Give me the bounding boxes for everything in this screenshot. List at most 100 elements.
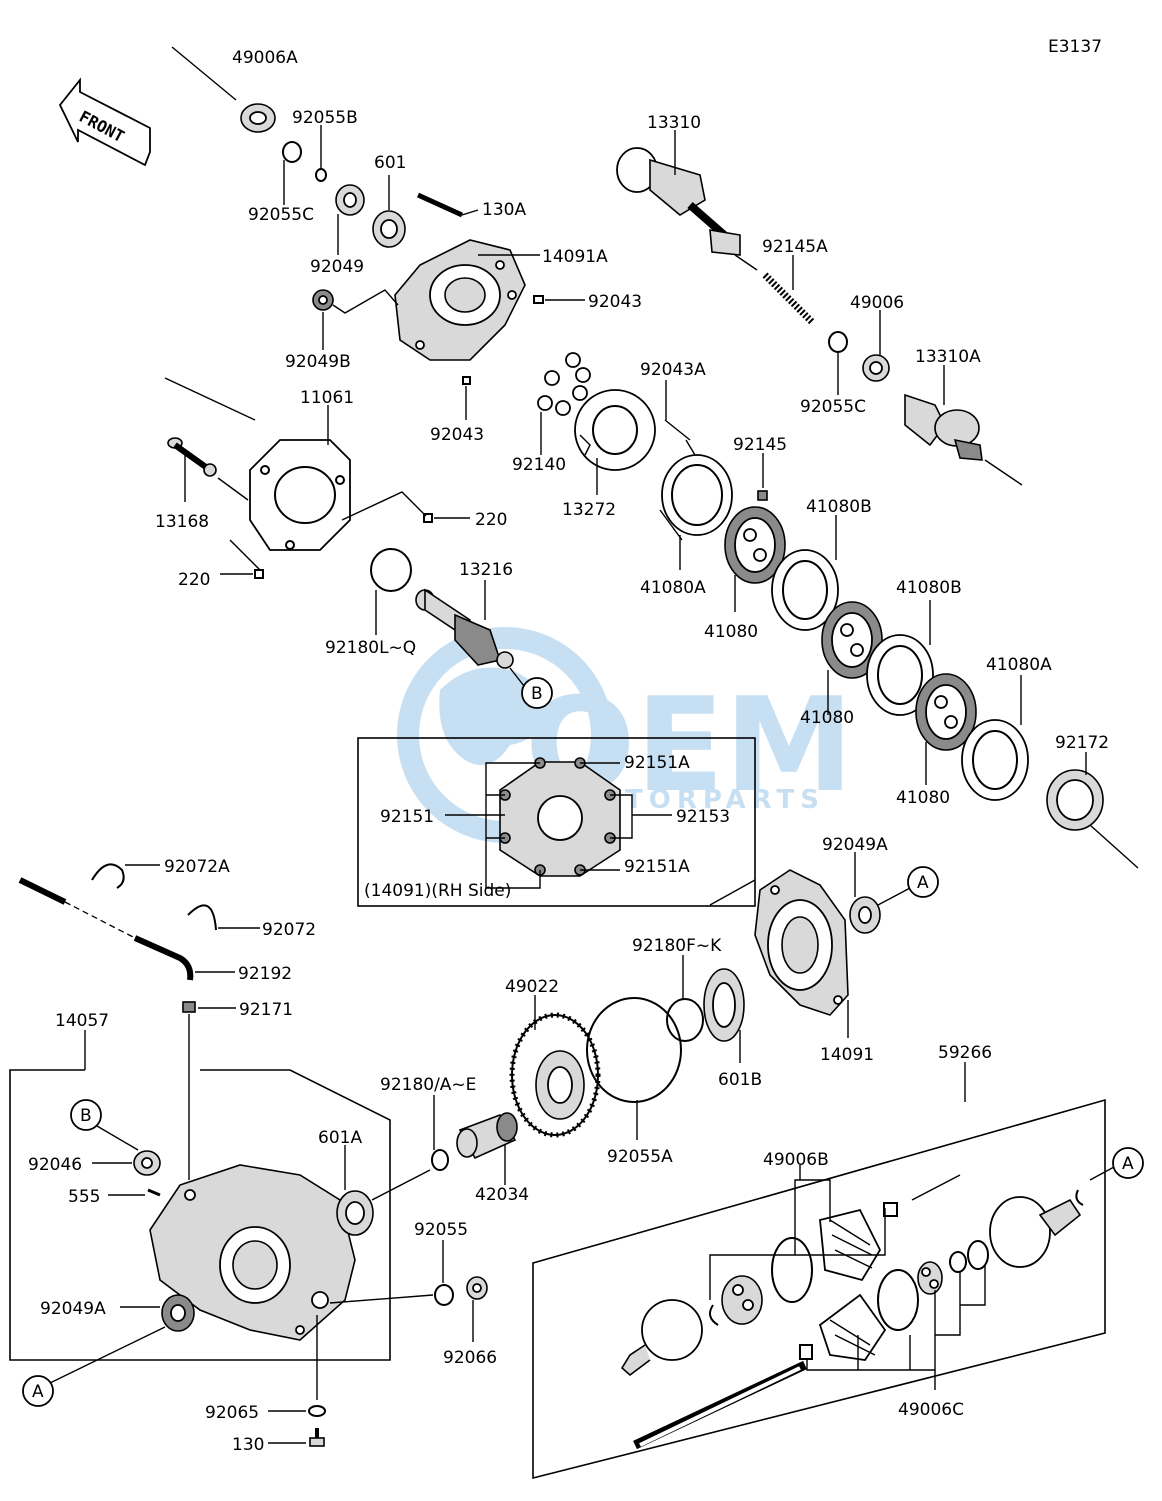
- part-92145A: [762, 272, 815, 325]
- box-59266: [532, 1098, 1106, 1480]
- label-555: 555: [68, 1187, 100, 1207]
- marker-B-top: [521, 677, 553, 709]
- part-92072A: [91, 863, 125, 889]
- label-92180FK: 92180F~K: [632, 936, 722, 956]
- label-92171: 92171: [239, 1000, 293, 1020]
- label-49006: 49006: [850, 293, 904, 313]
- part-92043-a: [533, 295, 544, 304]
- part-band-small: [883, 1202, 898, 1217]
- part-41080A-plate-2: [961, 719, 1029, 801]
- marker-A-mid: [907, 866, 939, 898]
- part-92046: [133, 1150, 161, 1176]
- part-92172: [1046, 769, 1104, 831]
- label-601: 601: [374, 153, 406, 173]
- part-boot-band-1: [771, 1237, 813, 1303]
- part-92192-hose: [18, 877, 194, 981]
- part-41080B-plate-2: [866, 634, 934, 716]
- label-49006A: 49006A: [232, 48, 298, 68]
- part-circlip-3: [1075, 1189, 1084, 1206]
- part-shaft: [633, 1360, 807, 1450]
- part-boot-inner: [818, 1293, 887, 1361]
- part-220-a: [423, 513, 433, 523]
- label-92140: 92140: [512, 455, 566, 475]
- part-220-b: [254, 569, 264, 579]
- part-92055C-right: [828, 331, 848, 353]
- label-41080-1: 41080: [704, 622, 758, 642]
- label-41080-2: 41080: [800, 708, 854, 728]
- label-14091: 14091: [820, 1045, 874, 1065]
- label-92180LQ: 92180L~Q: [325, 638, 416, 658]
- box-14057: [9, 1069, 391, 1361]
- part-outer-cv-joint: [620, 1299, 703, 1377]
- part-601: [372, 210, 406, 248]
- part-small-ring: [799, 1344, 813, 1360]
- label-92049A-bottom: 92049A: [40, 1299, 106, 1319]
- label-41080A-1: 41080A: [640, 578, 706, 598]
- label-92153: 92153: [676, 807, 730, 827]
- label-92072: 92072: [262, 920, 316, 940]
- part-41080B-plate-1: [771, 549, 839, 631]
- part-tripod: [917, 1261, 943, 1295]
- part-92140-balls: [537, 352, 591, 416]
- part-92049A-bottom: [161, 1294, 195, 1332]
- inset-caption: (14091)(RH Side): [364, 881, 511, 901]
- part-92180AE: [431, 1149, 449, 1171]
- label-92145A: 92145A: [762, 237, 828, 257]
- label-92055C-right: 92055C: [800, 397, 866, 417]
- oem-watermark: OEM MOTORPARTS: [397, 627, 854, 843]
- label-92043-b: 92043: [430, 425, 484, 445]
- label-92180AE: 92180/A~E: [380, 1075, 476, 1095]
- label-49006C: 49006C: [898, 1400, 964, 1420]
- label-59266: 59266: [938, 1043, 992, 1063]
- part-13272: [574, 389, 656, 471]
- label-49022: 49022: [505, 977, 559, 997]
- label-92049B: 92049B: [285, 352, 351, 372]
- part-boot-band-2: [877, 1269, 919, 1331]
- label-92043-a: 92043: [588, 292, 642, 312]
- diagram-code: E3137: [1048, 37, 1102, 57]
- label-92049A-top: 92049A: [822, 835, 888, 855]
- part-92055C-top: [282, 141, 302, 163]
- part-92049A-top: [849, 896, 881, 934]
- label-41080B-2: 41080B: [896, 578, 962, 598]
- part-circlip-2: [949, 1251, 967, 1273]
- marker-A-right: [1112, 1147, 1144, 1179]
- marker-B-bottom-text: B: [80, 1106, 92, 1126]
- marker-A-bottom-left-text: A: [32, 1382, 44, 1402]
- label-92151: 92151: [380, 807, 434, 827]
- label-92065: 92065: [205, 1403, 259, 1423]
- label-220-a: 220: [475, 510, 507, 530]
- label-42034: 42034: [475, 1185, 529, 1205]
- part-14091A-housing: [394, 239, 526, 361]
- label-220-b: 220: [178, 570, 210, 590]
- label-92046: 92046: [28, 1155, 82, 1175]
- part-42034: [456, 1112, 518, 1160]
- label-14091A: 14091A: [542, 247, 608, 267]
- label-601A: 601A: [318, 1128, 362, 1148]
- part-92043-b: [462, 376, 471, 385]
- part-555: [147, 1188, 161, 1197]
- part-inner-cv-cage: [721, 1275, 763, 1325]
- part-11061-gasket: [249, 439, 351, 551]
- label-11061: 11061: [300, 388, 354, 408]
- part-130A: [416, 192, 479, 218]
- part-13310A: [904, 393, 983, 461]
- label-13310A: 13310A: [915, 347, 981, 367]
- part-92145: [757, 490, 768, 501]
- part-601A: [336, 1190, 374, 1236]
- part-49006: [862, 354, 890, 382]
- part-41080-disc-3: [915, 673, 977, 751]
- part-14091-cover: [754, 869, 849, 1016]
- label-92055B: 92055B: [292, 108, 358, 128]
- label-13216: 13216: [459, 560, 513, 580]
- part-13310: [616, 147, 741, 256]
- label-13310: 13310: [647, 113, 701, 133]
- part-14057-casing: [149, 1164, 356, 1341]
- marker-A-bottom-left: [22, 1375, 54, 1407]
- label-92145: 92145: [733, 435, 787, 455]
- part-41080A-plate-1: [661, 454, 733, 536]
- label-92192: 92192: [238, 964, 292, 984]
- label-41080A-2: 41080A: [986, 655, 1052, 675]
- part-92055-bottom: [434, 1284, 454, 1306]
